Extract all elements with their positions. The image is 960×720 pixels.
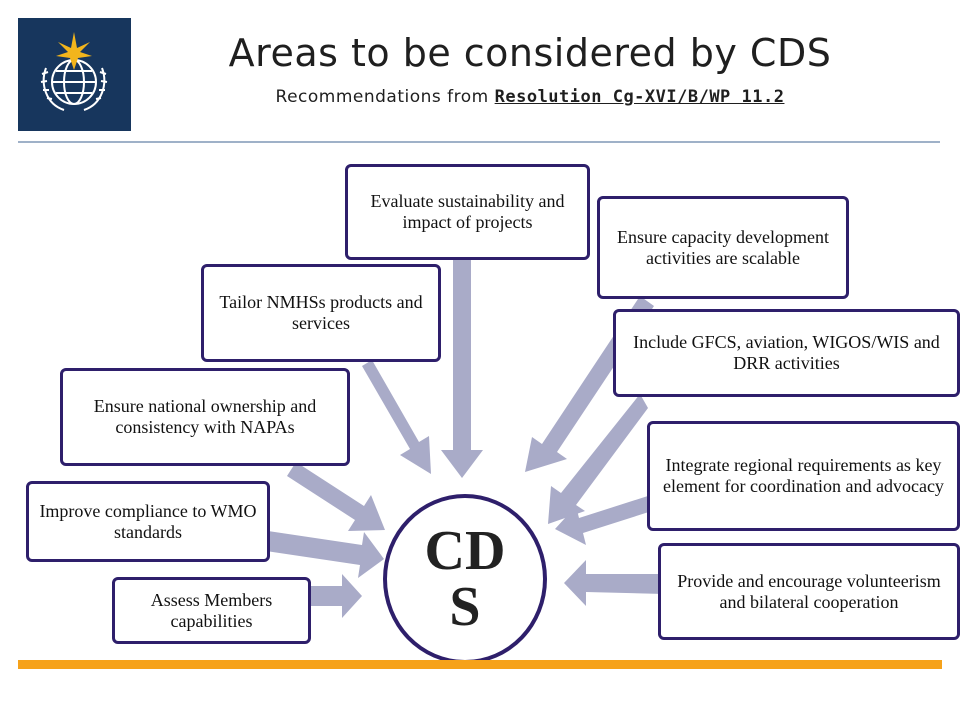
node-compliance: Improve compliance to WMO standards [26,481,270,562]
node-regional: Integrate regional requirements as key e… [647,421,960,531]
arrow-gfcs [548,394,648,524]
header-divider [18,141,940,143]
node-evaluate: Evaluate sustainability and impact of pr… [345,164,590,260]
arrow-tailor [362,360,431,474]
arrow-compliance [266,531,384,578]
cds-hub: CDS [383,494,547,664]
arrow-evaluate [441,259,483,478]
page-title: Areas to be considered by CDS [228,31,832,75]
node-volunteer: Provide and encourage volunteerism and b… [658,543,960,640]
wmo-emblem-icon [40,32,108,111]
node-tailor: Tailor NMHSs products and services [201,264,441,362]
arrow-ownership [287,462,385,531]
node-scalable: Ensure capacity development activities a… [597,196,849,299]
node-assess: Assess Members capabilities [112,577,311,644]
subtitle-reference: Resolution Cg-XVI/B/WP 11.2 [494,87,785,107]
arrow-volunteer [564,560,664,606]
footer-accent-bar [18,660,942,669]
arrow-regional [555,495,655,545]
node-ownership: Ensure national ownership and consistenc… [60,368,350,466]
node-gfcs: Include GFCS, aviation, WIGOS/WIS and DR… [613,309,960,397]
subtitle-prefix: Recommendations from [275,87,495,107]
cds-hub-label: CDS [424,520,506,638]
arrow-assess [308,574,362,618]
wmo-logo [18,18,131,131]
page-subtitle: Recommendations from Resolution Cg-XVI/B… [140,86,920,108]
